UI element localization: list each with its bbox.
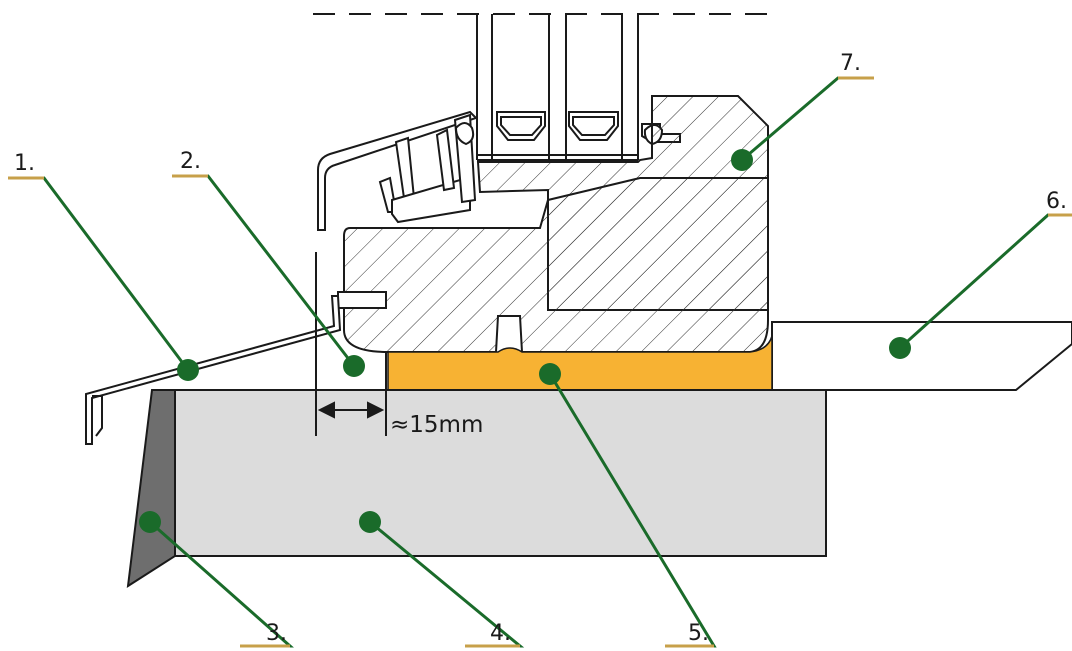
sill-flashing: [85, 295, 342, 445]
dimension-label: ≈15mm: [390, 412, 483, 438]
frame-groove: [337, 291, 387, 309]
callout-dot-4: [359, 511, 381, 533]
callout-label-7: 7.: [840, 51, 861, 76]
timber-frame: [343, 177, 769, 353]
external-render: [126, 389, 176, 588]
callout-dot-3: [139, 511, 161, 533]
callout-dot-2: [343, 355, 365, 377]
callout-label-6: 6.: [1046, 189, 1067, 214]
callout-dot-1: [177, 359, 199, 381]
callout-dot-6: [889, 337, 911, 359]
masonry-wall: [169, 389, 827, 557]
callout-dot-5: [539, 363, 561, 385]
callout-label-1: 1.: [14, 151, 35, 176]
callout-label-2: 2.: [180, 149, 201, 174]
dimension-marker: [315, 252, 387, 436]
callout-label-5: 5.: [688, 621, 709, 646]
callout-leader-caps: [8, 76, 1072, 648]
callout-label-4: 4.: [490, 621, 511, 646]
sealant-band: [387, 335, 773, 391]
callout-label-3: 3.: [266, 621, 287, 646]
flashing-drip: [92, 395, 103, 437]
internal-sill-board: [771, 321, 1072, 391]
callout-dot-7: [731, 149, 753, 171]
glazing-unit: [476, 14, 639, 161]
